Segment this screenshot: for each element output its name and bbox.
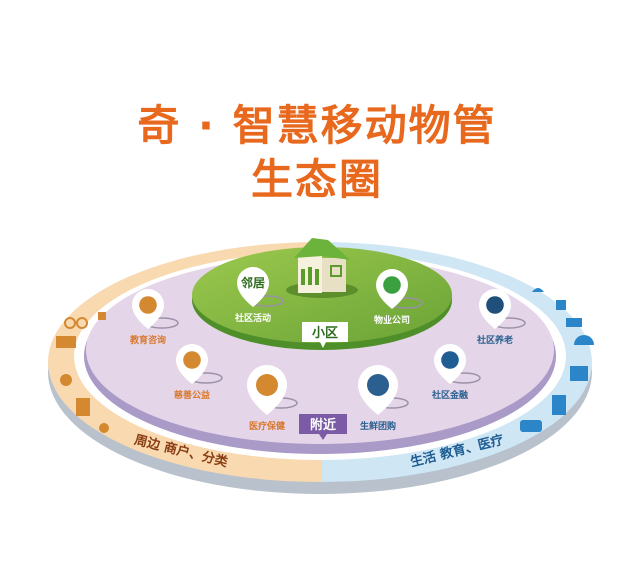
pin-label: 教育咨询	[129, 334, 166, 346]
gift-icon	[556, 300, 566, 310]
pin-education: 教育咨询	[129, 289, 179, 346]
pin-healthcare: 医疗保健	[247, 365, 298, 432]
charity-icon	[183, 351, 201, 369]
bicycle-icon	[64, 317, 76, 329]
title-line-2: 生态圈	[250, 155, 383, 204]
title-line-1: 奇 · 智慧移动物管	[137, 101, 497, 150]
merchant-icons	[56, 312, 109, 433]
fresh-groupbuy-icon	[367, 374, 389, 396]
education-icon	[139, 296, 157, 314]
pin-label: 医疗保健	[249, 420, 285, 432]
pin-label: 社区养老	[476, 334, 513, 346]
pin-label: 生鲜团购	[360, 420, 396, 432]
healthcare-icon	[256, 374, 278, 396]
truck-icon	[566, 318, 582, 327]
finance-icon	[441, 351, 459, 369]
vacuum-icon	[60, 374, 72, 386]
pos-terminal-icon	[76, 398, 90, 416]
pin-elderly-care: 社区养老	[476, 289, 526, 346]
elderly-care-icon	[486, 296, 504, 314]
svg-text:小区: 小区	[312, 326, 338, 341]
pin-label: 慈善公益	[174, 389, 210, 401]
medical-kit-icon	[570, 366, 588, 381]
note-icon	[98, 312, 106, 320]
cloche-icon	[532, 288, 544, 292]
property-company-icon	[383, 276, 401, 294]
pin-label: 物业公司	[374, 314, 410, 326]
house-icon	[286, 238, 358, 298]
neighbor-pin-label: 邻居	[240, 275, 265, 290]
pin-charity: 慈善公益	[174, 344, 223, 401]
middle-zone-label: 附近	[299, 414, 347, 440]
people-chat-icon	[99, 423, 109, 433]
pin-property-company: 物业公司	[374, 269, 423, 326]
pin-label: 社区活动	[234, 312, 271, 324]
inner-zone-label: 小区	[302, 322, 348, 348]
pin-label: 社区金融	[431, 389, 468, 401]
svg-text:附近: 附近	[310, 417, 336, 433]
life-icons	[520, 288, 594, 432]
umbrella-icon	[574, 335, 594, 345]
pin-fresh-groupbuy: 生鲜团购	[358, 365, 409, 432]
book-icon	[552, 395, 566, 415]
keyboard-icon	[56, 336, 76, 348]
pin-finance: 社区金融	[431, 344, 481, 401]
taxi-icon	[520, 420, 542, 432]
